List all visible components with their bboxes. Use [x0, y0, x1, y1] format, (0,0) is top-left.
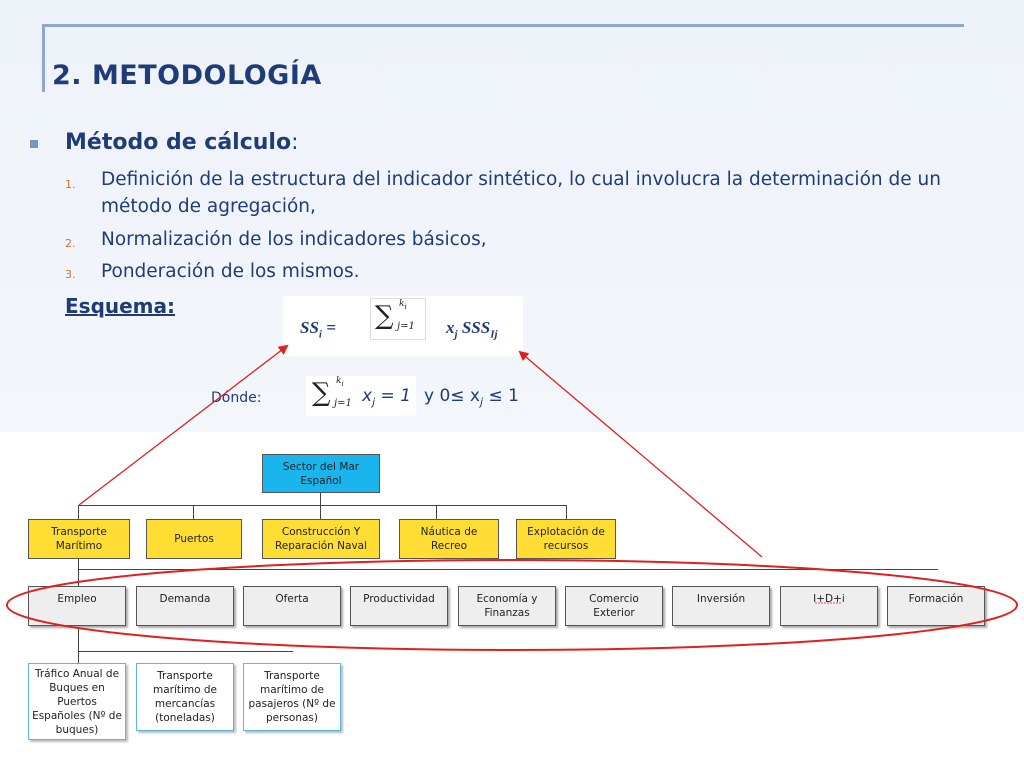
- node-level2: Comercio Exterior: [565, 586, 663, 626]
- arrow-to-sss: [518, 350, 763, 558]
- donde-condition-1: xj = 1: [362, 386, 411, 408]
- esquema-heading: Esquema:: [65, 294, 176, 318]
- formula-equals: =: [321, 318, 336, 337]
- section-heading-colon: :: [291, 130, 299, 155]
- bullet-square-icon: [30, 140, 38, 148]
- node-level2: Oferta: [243, 586, 341, 626]
- donde-x: x: [362, 386, 373, 406]
- donde-range: y 0≤ x: [424, 386, 480, 406]
- formula-lhs: SSi =: [300, 318, 336, 340]
- node-level2: Productividad: [350, 586, 448, 626]
- node-level2: Demanda: [136, 586, 234, 626]
- title-rule-vertical: [42, 24, 45, 92]
- title-rule-horizontal: [42, 24, 964, 27]
- formula-lhs-sub: i: [318, 328, 322, 341]
- summation-icon: ∑: [375, 301, 394, 331]
- connector-l1-drop: [78, 559, 79, 586]
- node-level3: Tráfico Anual de Buques en Puertos Españ…: [28, 663, 126, 740]
- sum-lower: j=1: [397, 321, 415, 332]
- slide-background: [0, 0, 1024, 432]
- sum-upper: ki: [399, 299, 407, 311]
- donde-summation-icon: ∑: [312, 378, 331, 408]
- formula-summation: ∑ ki j=1: [370, 298, 426, 340]
- section-heading-text: Método de cálculo: [65, 130, 292, 155]
- item-number-2: 2.: [65, 237, 76, 250]
- donde-one: 1: [400, 386, 412, 406]
- donde-sum-upper-sub: i: [341, 379, 344, 388]
- donde-x2-sub: j: [480, 395, 484, 409]
- node-level2: Inversión: [672, 586, 770, 626]
- node-level3: Transporte marítimo de pasajeros (Nº de …: [243, 663, 341, 731]
- formula-lhs-base: SS: [300, 318, 319, 337]
- donde-sum-upper: ki: [336, 376, 344, 388]
- connector-l1-a: [78, 505, 79, 519]
- formula-sss-sub: Ij: [490, 328, 498, 341]
- arrow-to-ssi: [78, 344, 289, 506]
- connector-l1-c: [436, 505, 437, 519]
- connector-level2-bar: [78, 569, 938, 570]
- connector-l1-d: [566, 505, 567, 519]
- node-level2: I+D+i: [780, 586, 878, 626]
- connector-level1-bar: [78, 505, 566, 506]
- connector-level3-bar: [78, 651, 293, 652]
- node-level2: Economía y Finanzas: [458, 586, 556, 626]
- node-root: Sector del Mar Español: [262, 454, 380, 493]
- formula-x: x: [446, 318, 455, 337]
- item-text-2: Normalización de los indicadores básicos…: [101, 229, 487, 250]
- formula-rhs: xj SSSIj: [446, 318, 498, 340]
- donde-le1: ≤ 1: [483, 386, 519, 406]
- donde-condition-2: y 0≤ xj ≤ 1: [424, 386, 519, 408]
- node-level1: Transporte Marítimo: [28, 519, 130, 559]
- highlight-ellipse: [6, 559, 1018, 651]
- node-level3: Transporte marítimo de mercancías (tonel…: [136, 663, 234, 731]
- connector-l1-b: [193, 505, 194, 519]
- donde-x-sub: j: [372, 395, 376, 409]
- item-text-1: Definición de la estructura del indicado…: [101, 169, 941, 217]
- formula-sss: SSS: [457, 318, 491, 337]
- sum-upper-sub: i: [404, 302, 407, 311]
- connector-l2-drop: [78, 626, 79, 663]
- slide-title: 2. METODOLOGÍA: [52, 60, 322, 91]
- donde-background: ∑ ki j=1: [306, 376, 416, 416]
- node-level2: Empleo: [28, 586, 126, 626]
- item-number-3: 3.: [65, 268, 76, 281]
- sum-upper-letter: k: [399, 299, 405, 309]
- donde-sum-lower: j=1: [334, 398, 352, 409]
- node-level2: Formación: [887, 586, 985, 626]
- section-heading: Método de cálculo:: [65, 130, 299, 155]
- formula-x-sub: j: [454, 328, 458, 341]
- node-level1: Explotación de recursos: [516, 519, 616, 559]
- donde-sum-upper-letter: k: [336, 376, 342, 386]
- item-number-1: 1.: [65, 178, 76, 191]
- donde-eq: =: [375, 386, 401, 406]
- node-level1: Puertos: [146, 519, 242, 559]
- node-level1: Construcción Y Reparación Naval: [262, 519, 380, 559]
- node-level1: Náutica de Recreo: [399, 519, 499, 559]
- item-text-3: Ponderación de los mismos.: [101, 261, 360, 282]
